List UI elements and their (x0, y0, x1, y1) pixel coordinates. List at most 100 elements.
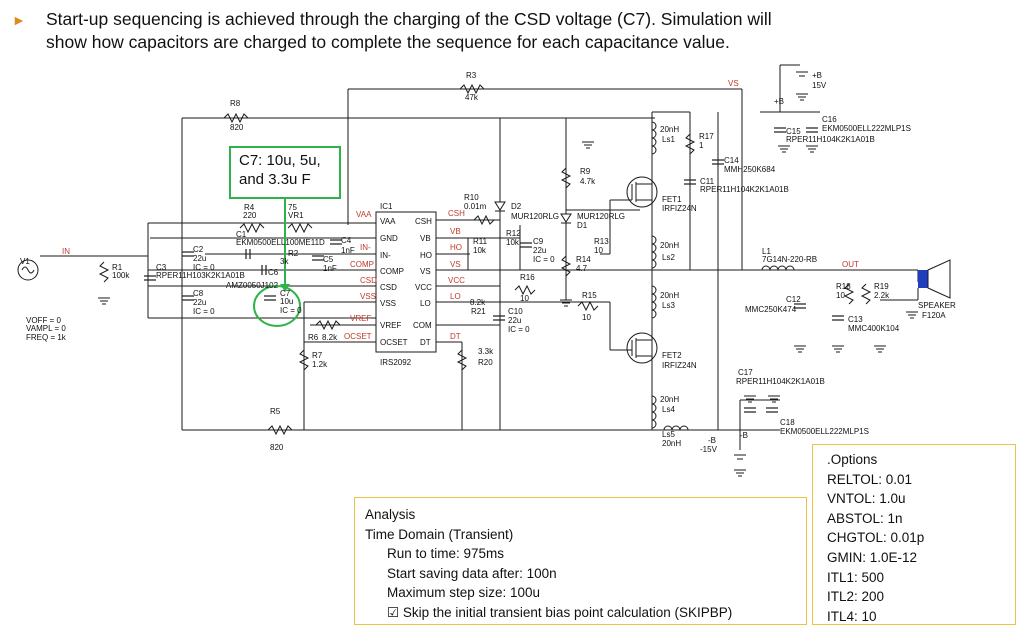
value-r4: 220 (243, 211, 257, 220)
ic-c10: IC = 0 (508, 325, 530, 334)
value-r1: 100k (112, 271, 130, 280)
callout-arrow-icon (280, 284, 290, 292)
net-ocset: OCSET (344, 332, 372, 341)
net-out: OUT (842, 260, 859, 269)
label-vminus: -B (708, 436, 716, 445)
value-r12: 10k (506, 238, 520, 247)
net-dt: DT (450, 332, 461, 341)
part-fet1: IRFIZ24N (662, 204, 697, 213)
part-d2: MUR120RLG (511, 212, 559, 221)
v1-freq: FREQ = 1k (26, 333, 67, 342)
pin-com: COM (413, 321, 432, 330)
value-r8: 820 (230, 123, 244, 132)
ic-right-pins: CSH VB HO VS VCC LO COM DT (413, 217, 432, 347)
net-lo: LO (450, 292, 461, 301)
label-r1: R1 (112, 263, 123, 272)
value-r11: 10k (473, 246, 487, 255)
option-itl2: ITL2: 200 (827, 589, 885, 605)
header-line-1: Start-up sequencing is achieved through … (46, 9, 772, 29)
label-v1: V1 (20, 257, 30, 266)
part-l1: 7G14N-220-RB (762, 255, 817, 264)
analysis-skip-bias: ☑ Skip the initial transient bias point … (387, 604, 733, 620)
slide-header: ► Start-up sequencing is achieved throug… (12, 8, 1012, 54)
label-c11: C11 (700, 177, 715, 186)
label-c15: C15 (786, 127, 801, 136)
value-r9: 4.7k (580, 177, 596, 186)
speaker-icon (918, 270, 928, 288)
net-ho: HO (450, 243, 462, 252)
pin-ho: HO (420, 251, 432, 260)
label-ls5: Ls5 (662, 430, 675, 439)
pin-csd: CSD (380, 283, 397, 292)
part-c1: EKM0500ELL100ME11D (236, 238, 325, 247)
label-r21: R21 (471, 307, 486, 316)
label-l1: L1 (762, 247, 771, 256)
analysis-max-step: Maximum step size: 100u (387, 585, 541, 600)
label-c13: C13 (848, 315, 863, 324)
value-vr1: 75 (288, 203, 297, 212)
net-csh: CSH (448, 209, 465, 218)
label-r18: R18 (836, 282, 851, 291)
resistor-symbols (98, 83, 872, 436)
net-in-left: IN (62, 247, 70, 256)
label-c7: C7 (280, 289, 291, 298)
pin-vref: VREF (380, 321, 401, 330)
label-c10: C10 (508, 307, 523, 316)
label-r5: R5 (270, 407, 281, 416)
label-r3: R3 (466, 71, 477, 80)
label-c2: C2 (193, 245, 204, 254)
pin-vb: VB (420, 234, 431, 243)
bullet-arrow-icon: ► (12, 12, 26, 28)
analysis-box: Analysis Time Domain (Transient) Run to … (354, 497, 807, 625)
part-d1: MUR120RLG (577, 212, 625, 221)
value-r14: 4.7 (576, 264, 588, 273)
pin-dt: DT (420, 338, 431, 347)
pin-ocset: OCSET (380, 338, 408, 347)
value-r19: 2.2k (874, 291, 890, 300)
value-r6: 8.2k (322, 333, 338, 342)
label-ls4: Ls4 (662, 405, 675, 414)
pin-lo: LO (420, 299, 431, 308)
label-d2: D2 (511, 202, 522, 211)
value-r17: 1 (699, 141, 704, 150)
value-c5: 1nF (323, 264, 337, 273)
label-ls1: Ls1 (662, 135, 675, 144)
part-c16: EKM0500ELL222MLP1S (822, 124, 911, 133)
value-r13: 10 (594, 246, 603, 255)
label-r9: R9 (580, 167, 591, 176)
option-gmin: GMIN: 1.0E-12 (827, 549, 918, 565)
part-c18: EKM0500ELL222MLP1S (780, 427, 869, 436)
analysis-start-saving: Start saving data after: 100n (387, 565, 557, 581)
part-c3: RPER11H103K2K1A01B (156, 271, 245, 280)
ic-c8: IC = 0 (193, 307, 215, 316)
pin-csh: CSH (415, 217, 432, 226)
value-ls4: 20nH (660, 395, 679, 404)
analysis-mode: Time Domain (Transient) (365, 526, 514, 542)
label-r16: R16 (520, 273, 535, 282)
part-c11: RPER11H104K2K1A01B (700, 185, 789, 194)
label-c9: C9 (533, 237, 544, 246)
pin-vcc: VCC (415, 283, 432, 292)
label-r12: R12 (506, 229, 521, 238)
options-title: .Options (827, 452, 878, 467)
label-c18: C18 (780, 418, 795, 427)
diode-symbols (494, 201, 572, 224)
ic-c2: IC = 0 (193, 263, 215, 272)
option-abstol: ABSTOL: 1n (827, 510, 903, 526)
net-vs: VS (450, 260, 461, 269)
value-c10: 22u (508, 316, 521, 325)
v1-voff: VOFF = 0 (26, 316, 61, 325)
label-r2: R2 (288, 249, 299, 258)
label-fet2: FET2 (662, 351, 682, 360)
part-c14: MMH250K684 (724, 165, 776, 174)
label-c1: C1 (236, 230, 247, 239)
ic-name: IC1 (380, 202, 393, 211)
label-r13: R13 (594, 237, 609, 246)
part-c6: AMZ0050J102 (226, 281, 279, 290)
value-vminus: -15V (700, 445, 718, 454)
label-r20: R20 (478, 358, 493, 367)
battery-symbols (734, 71, 808, 460)
value-c8: 22u (193, 298, 206, 307)
net-vcc: VCC (448, 276, 465, 285)
